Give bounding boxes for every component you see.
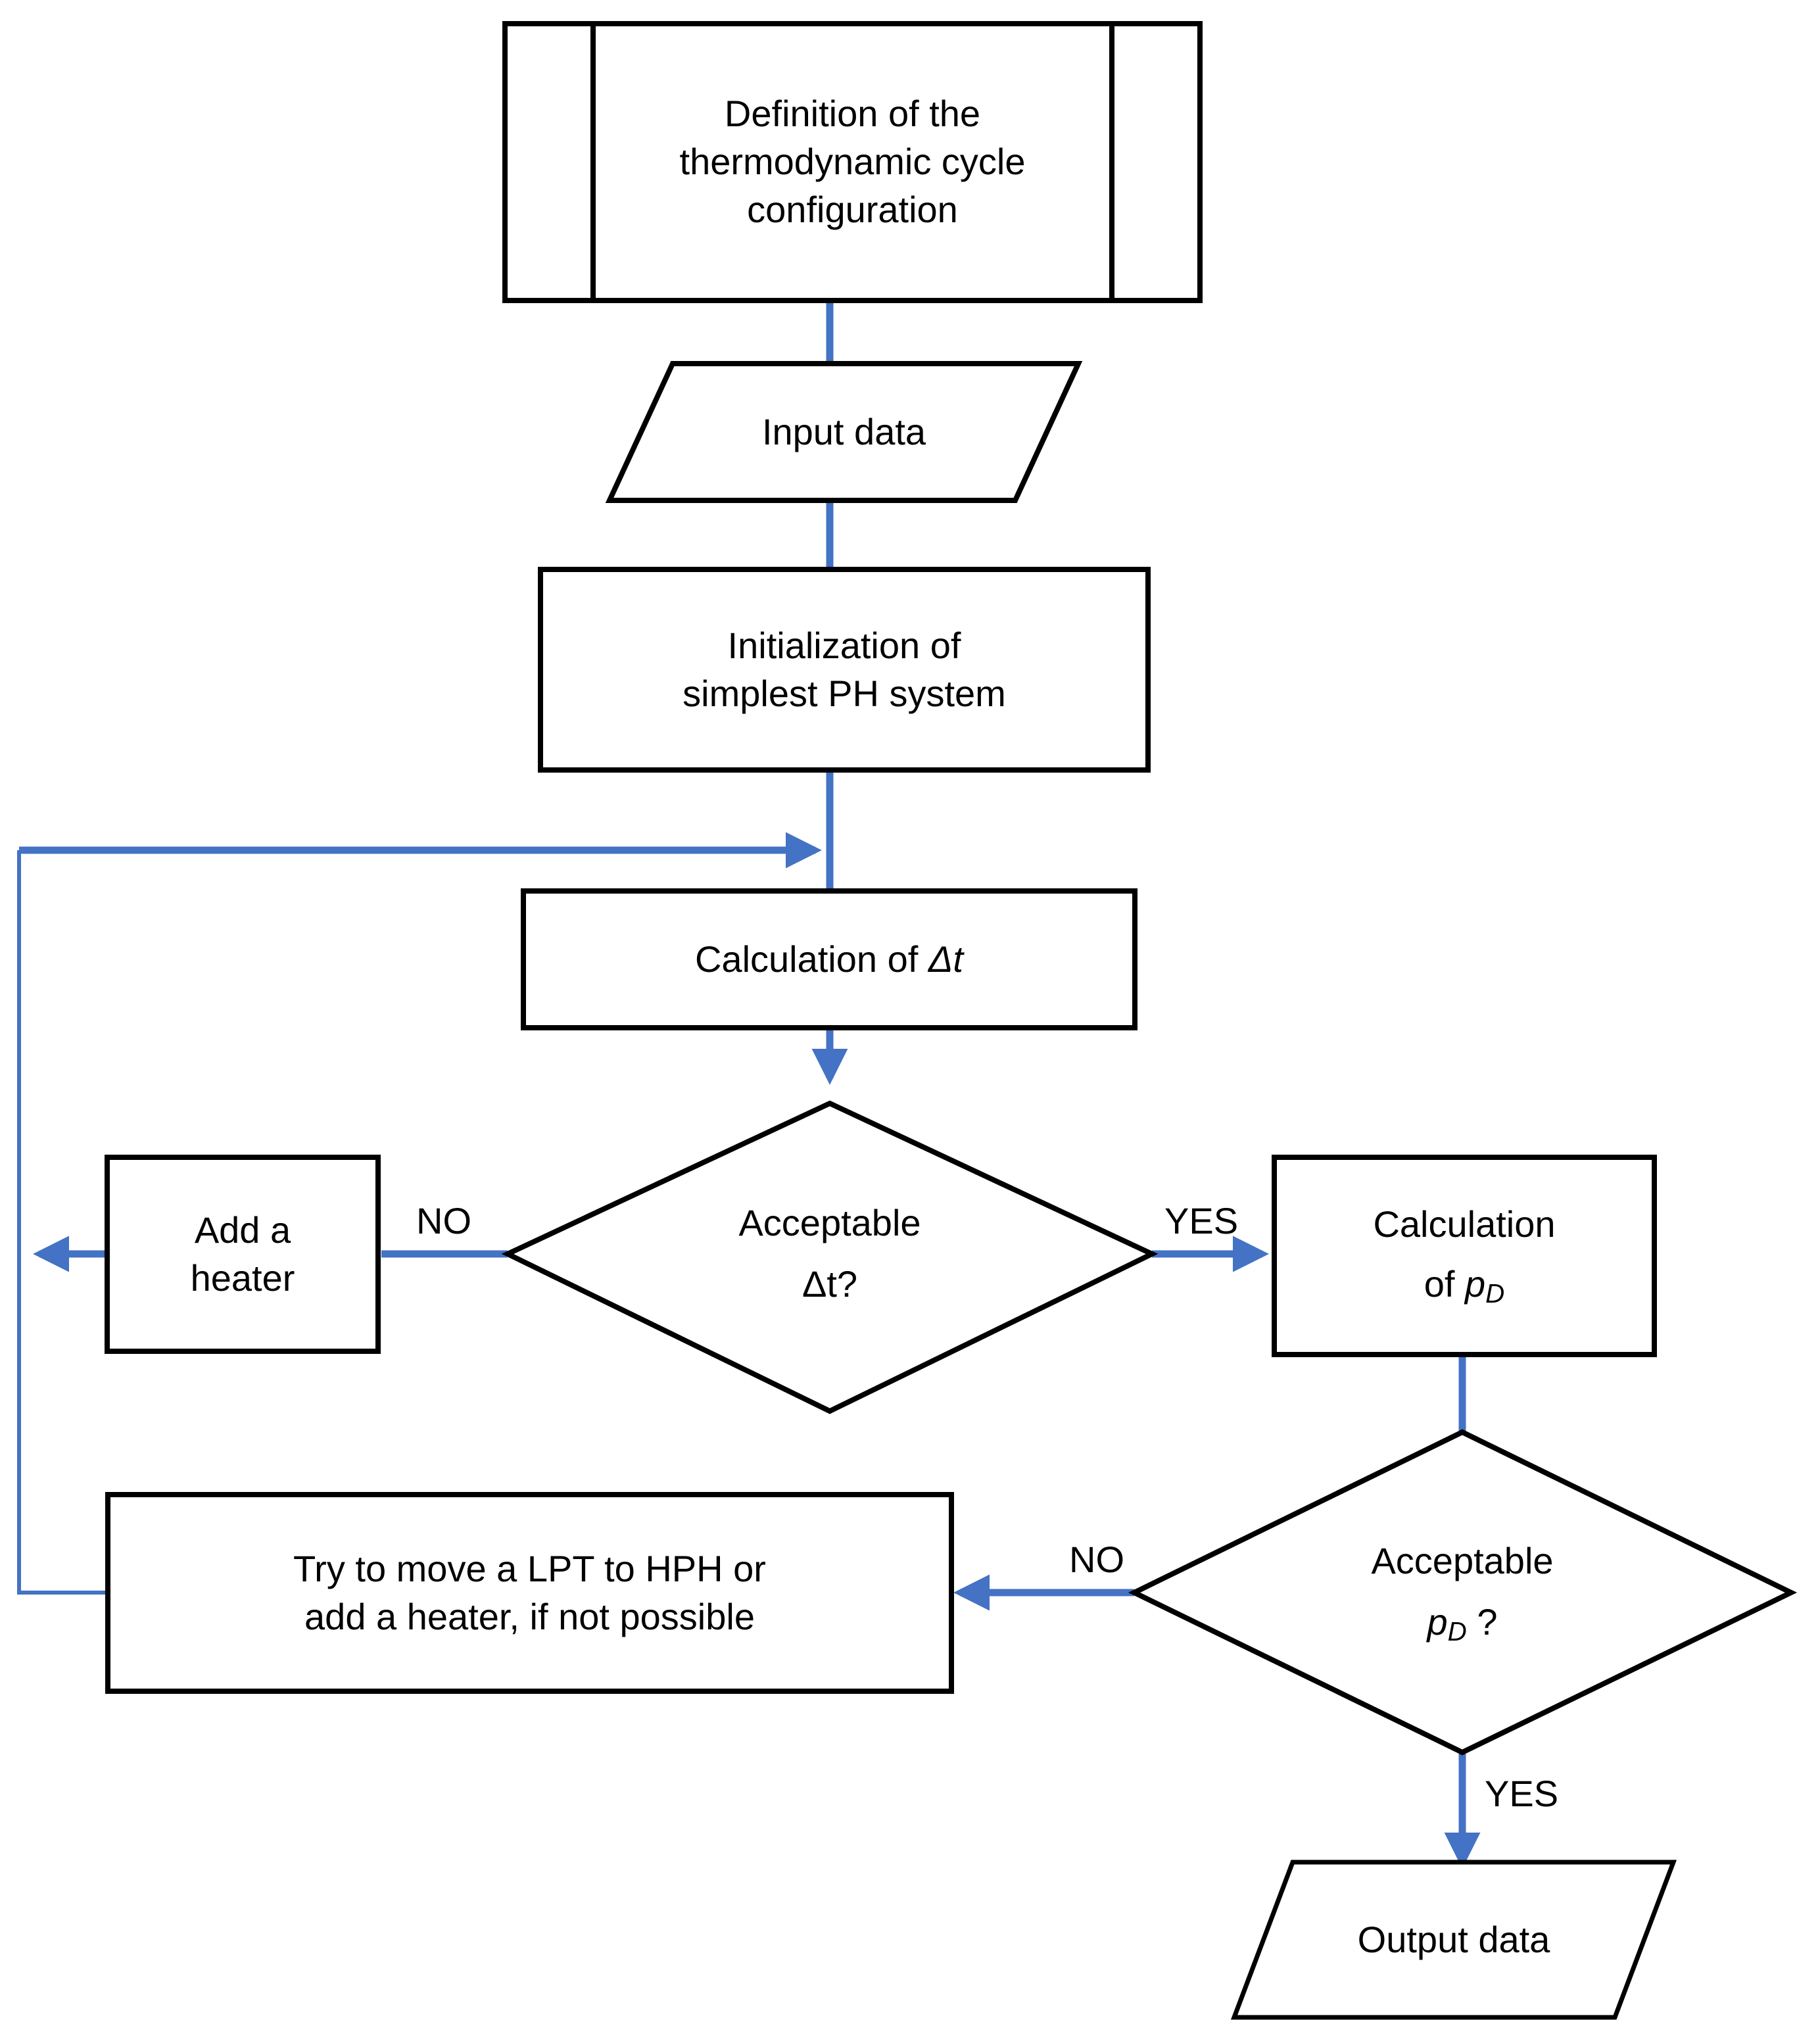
node-calculation-pd[interactable] — [1272, 1155, 1657, 1357]
edge-label-pd-yes: YES — [1485, 1773, 1559, 1814]
node-output-data[interactable] — [1230, 1860, 1677, 2020]
edge-label-dt-no: NO — [416, 1200, 471, 1241]
node-try-move-lpt[interactable] — [105, 1492, 954, 1694]
edge-label-pd-no: NO — [1069, 1539, 1124, 1580]
node-input-data[interactable] — [605, 361, 1083, 503]
node-add-heater[interactable] — [105, 1155, 381, 1354]
node-decision-dt[interactable] — [501, 1100, 1159, 1414]
edge-label-dt-yes: YES — [1164, 1200, 1239, 1241]
node-calculation-dt[interactable] — [521, 888, 1138, 1030]
node-initialization[interactable] — [538, 567, 1151, 773]
node-definition[interactable] — [502, 21, 1203, 303]
node-decision-pd[interactable] — [1128, 1429, 1798, 1756]
edge-left-feedback-bus — [17, 850, 108, 1595]
